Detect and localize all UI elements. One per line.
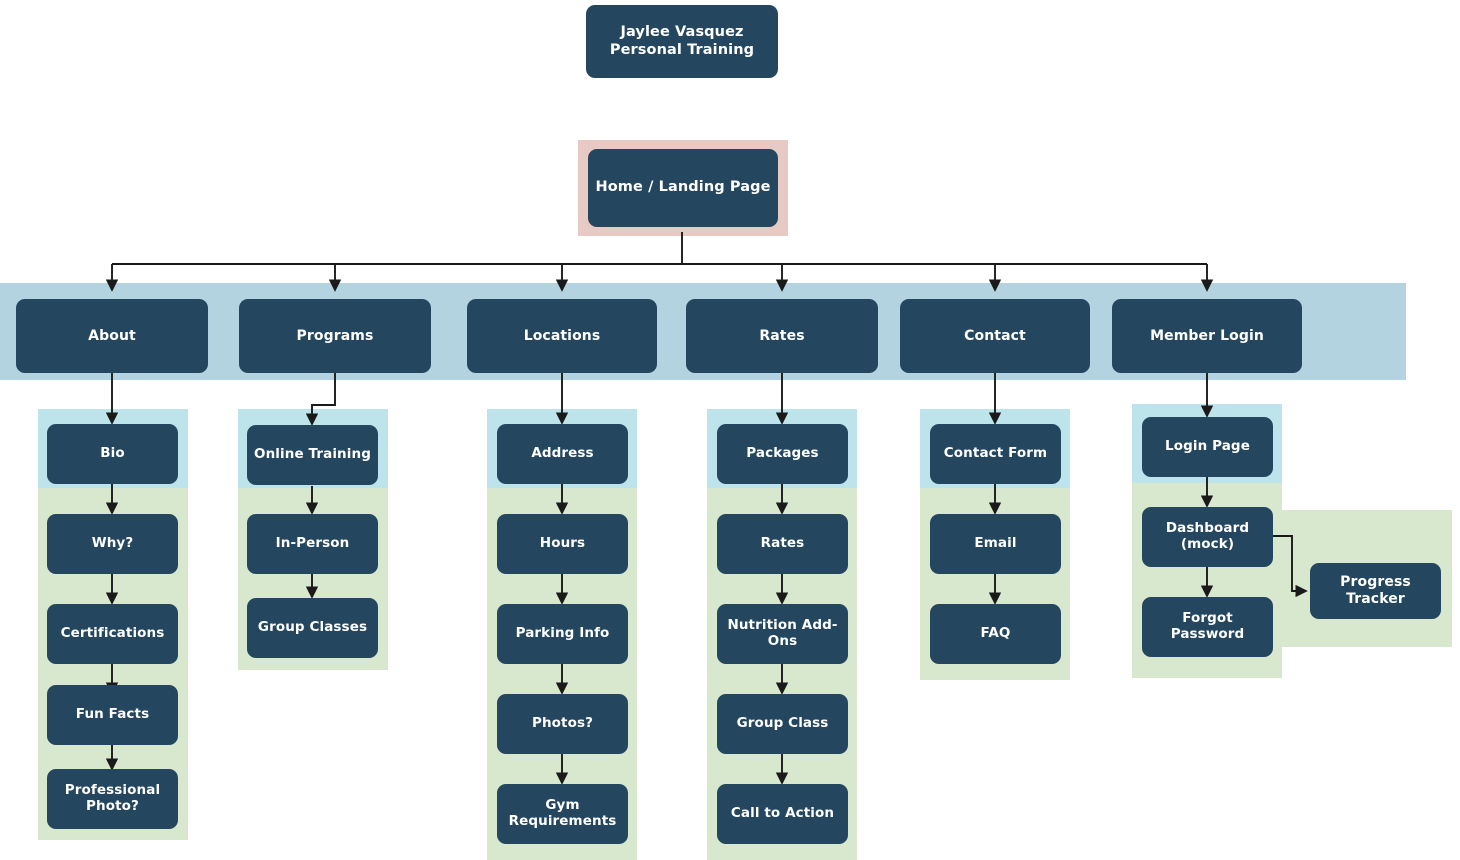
node-nutrition-add-ons[interactable]: Nutrition Add-Ons <box>717 604 848 664</box>
node-email[interactable]: Email <box>930 514 1061 574</box>
node-login-page[interactable]: Login Page <box>1142 417 1273 477</box>
node-contact[interactable]: Contact <box>900 299 1090 373</box>
node-forgot-password[interactable]: Forgot Password <box>1142 597 1273 657</box>
node-photos[interactable]: Photos? <box>497 694 628 754</box>
node-contact-form[interactable]: Contact Form <box>930 424 1061 484</box>
node-parking-info[interactable]: Parking Info <box>497 604 628 664</box>
node-why[interactable]: Why? <box>47 514 178 574</box>
node-group-classes[interactable]: Group Classes <box>247 598 378 658</box>
node-in-person[interactable]: In-Person <box>247 514 378 574</box>
node-certifications[interactable]: Certifications <box>47 604 178 664</box>
node-gym-requirements[interactable]: Gym Requirements <box>497 784 628 844</box>
node-rates-child[interactable]: Rates <box>717 514 848 574</box>
node-packages[interactable]: Packages <box>717 424 848 484</box>
node-programs[interactable]: Programs <box>239 299 431 373</box>
node-bio[interactable]: Bio <box>47 424 178 484</box>
node-member-login[interactable]: Member Login <box>1112 299 1302 373</box>
node-locations[interactable]: Locations <box>467 299 657 373</box>
node-progress-tracker[interactable]: Progress Tracker <box>1310 563 1441 619</box>
node-address[interactable]: Address <box>497 424 628 484</box>
node-dashboard-mock[interactable]: Dashboard (mock) <box>1142 507 1273 567</box>
node-faq[interactable]: FAQ <box>930 604 1061 664</box>
node-site-title[interactable]: Jaylee Vasquez Personal Training <box>586 5 778 78</box>
node-fun-facts[interactable]: Fun Facts <box>47 685 178 745</box>
node-rates[interactable]: Rates <box>686 299 878 373</box>
node-hours[interactable]: Hours <box>497 514 628 574</box>
node-professional-photo[interactable]: Professional Photo? <box>47 769 178 829</box>
node-about[interactable]: About <box>16 299 208 373</box>
node-call-to-action[interactable]: Call to Action <box>717 784 848 844</box>
node-home-landing-page[interactable]: Home / Landing Page <box>588 149 778 227</box>
node-group-class[interactable]: Group Class <box>717 694 848 754</box>
node-online-training[interactable]: Online Training <box>247 425 378 485</box>
